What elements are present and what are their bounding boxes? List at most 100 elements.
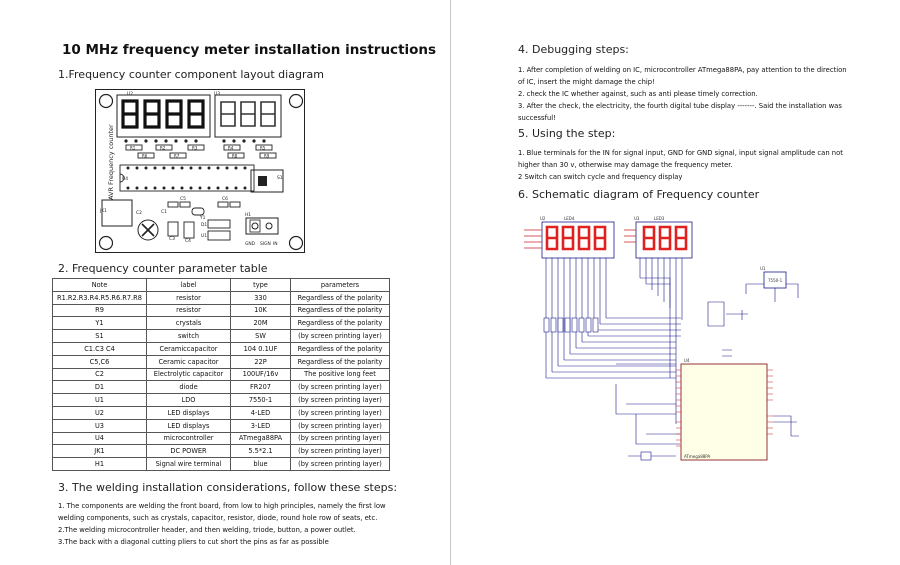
welding-step-line: 3.The back with a diagonal cutting plier…: [58, 538, 329, 546]
header-note: Note: [52, 278, 147, 292]
schem-label-u2: U2: [540, 216, 546, 221]
cell-label: LED displays: [146, 405, 231, 420]
bus-wires: [545, 258, 683, 445]
label-c1: C1: [161, 209, 167, 215]
welding-steps: 1. The components are welding the front …: [58, 500, 386, 548]
cell-type: 10K: [230, 303, 291, 318]
cell-label: LED displays: [146, 418, 231, 433]
mcu-right-wires: [773, 415, 799, 437]
label-sign: SIGN: [260, 241, 271, 247]
cell-label: Signal wire terminal: [146, 457, 231, 471]
cell-label: crystals: [146, 316, 231, 331]
s1-switch: [250, 169, 284, 193]
svg-text:R4: R4: [228, 145, 234, 150]
label-c5: C5: [180, 196, 186, 202]
cell-parameters: Regardless of the polarity: [290, 316, 390, 331]
cell-label: Electrolytic capacitor: [146, 367, 231, 382]
label-in: IN: [273, 241, 278, 247]
left-page: 10 MHz frequency meter installation inst…: [52, 42, 437, 548]
cell-parameters: (by screen printing layer): [290, 457, 390, 471]
cell-label: resistor: [146, 290, 231, 305]
mount-hole-bl: [98, 235, 114, 251]
right-page: 4. Debugging steps: 1. After completion …: [451, 0, 900, 565]
cell-note: C2: [52, 367, 147, 382]
using-steps: 1. Blue terminals for the IN for signal …: [518, 147, 843, 183]
cell-label: diode: [146, 380, 231, 395]
debug-line: 3. After the check, the electricity, the…: [518, 102, 842, 110]
pcb-labels: U2 U3 S1 JK1 C2 H1 C1 C3 C4 C5 C6 Y1 D1 …: [99, 91, 283, 247]
label-c4: C4: [185, 238, 191, 244]
cell-note: U2: [52, 405, 147, 420]
left-pin-stubs: [524, 229, 636, 249]
page-title: 10 MHz frequency meter installation inst…: [62, 42, 437, 58]
u3-digits: [220, 101, 276, 127]
welding-step-line: 1. The components are welding the front …: [58, 502, 386, 510]
using-line: 2 Switch can switch cycle and frequency …: [518, 173, 683, 181]
label-gnd: GND: [245, 241, 256, 247]
cell-type: 22P: [230, 354, 291, 369]
cell-parameters: (by screen printing layer): [290, 431, 390, 446]
cell-label: Ceramiccapacitor: [146, 341, 231, 356]
page-divider: [450, 0, 451, 565]
using-line: 1. Blue terminals for the IN for signal …: [518, 149, 843, 157]
cell-type: blue: [230, 457, 291, 471]
cell-parameters: Regardless of the polarity: [290, 303, 390, 318]
schem-label-led4: LED4: [564, 216, 575, 221]
cell-note: U4: [52, 431, 147, 446]
small-components: [167, 201, 241, 241]
welding-step-line: welding components, such as crystals, ca…: [58, 514, 378, 522]
cell-label: DC POWER: [146, 444, 231, 459]
pin-row-top: [124, 139, 266, 143]
parameter-table: Note label type parameters R1.R2.R3.R4.R…: [52, 278, 390, 471]
using-line: higher than 30 v, otherwise may damage t…: [518, 161, 733, 169]
c2-capacitor: [137, 219, 159, 241]
cell-label: microcontroller: [146, 431, 231, 446]
u2-red-digits: [545, 225, 607, 251]
cell-note: D1: [52, 380, 147, 395]
cell-note: U3: [52, 418, 147, 433]
u2-outline: [116, 94, 211, 138]
welding-step-line: 2.The welding microcontroller header, an…: [58, 526, 356, 534]
cell-type: 4-LED: [230, 405, 291, 420]
cell-note: Y1: [52, 316, 147, 331]
label-u2: U2: [127, 91, 133, 97]
cell-note: U1: [52, 393, 147, 407]
section-5-heading: 5. Using the step:: [518, 127, 616, 140]
section-3-heading: 3. The welding installation consideratio…: [58, 481, 398, 494]
cell-type: 20M: [230, 316, 291, 331]
debug-line: of IC, insert the might damage the chip!: [518, 78, 655, 86]
pcb-side-label: AVR Frequency counter: [107, 124, 115, 200]
s1-knob: [258, 176, 267, 186]
cell-parameters: (by screen printing layer): [290, 444, 390, 459]
svg-text:R1: R1: [130, 145, 136, 150]
section-1-heading: 1.Frequency counter component layout dia…: [58, 68, 324, 81]
schem-label-u3: U3: [634, 216, 640, 221]
section-2-heading: 2. Frequency counter parameter table: [58, 262, 268, 275]
cell-note: S1: [52, 329, 147, 343]
cell-note: JK1: [52, 444, 147, 459]
cell-type: ATmega88PA: [230, 431, 291, 446]
section-6-heading: 6. Schematic diagram of Frequency counte…: [518, 188, 760, 201]
u3-outline: [214, 94, 282, 138]
jk1-outline: [101, 199, 133, 227]
cell-note: C5,C6: [52, 354, 147, 369]
schem-label-mcu: ATmega88PA: [684, 454, 710, 459]
svg-text:R5: R5: [260, 145, 266, 150]
debug-line: 1. After completion of welding on IC, mi…: [518, 66, 847, 74]
svg-text:R9: R9: [264, 153, 270, 158]
cell-type: 330: [230, 290, 291, 305]
debug-line: successful!: [518, 114, 556, 122]
label-u1: U1: [201, 233, 207, 239]
